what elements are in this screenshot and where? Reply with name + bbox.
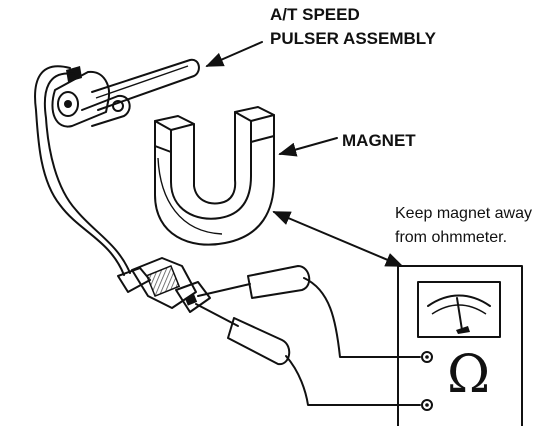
pulser-leader-arrow: [205, 41, 263, 67]
ohmmeter: Ω: [397, 265, 523, 426]
probe-upper-lead: [303, 277, 421, 358]
test-probes: [195, 265, 421, 406]
lead-wire-outer: [34, 65, 125, 276]
magnet-left-pole-top: [154, 115, 195, 131]
probe-lower-handle: [227, 317, 291, 366]
pulser-mounting-ear: [81, 94, 131, 127]
magnet-label: MAGNET: [342, 131, 416, 150]
ohmmeter-terminal-lower: [421, 399, 433, 411]
ohmmeter-scale-arc: [427, 294, 491, 307]
pulser-shaft: [91, 58, 200, 111]
ohm-symbol: Ω: [447, 345, 490, 405]
probe-lower-tip: [195, 303, 239, 327]
ohmmeter-terminal-upper: [421, 351, 433, 363]
connector: [117, 257, 211, 313]
magnet-leader-arrow: [278, 137, 338, 157]
magnet-shading: [157, 157, 223, 235]
lead-wire-inner: [43, 72, 131, 274]
ohmmeter-case: [397, 265, 523, 426]
ohmmeter-needle-pivot: [456, 326, 470, 334]
pulser-sensor-face: [57, 91, 79, 117]
magnet-front-outline: [170, 120, 252, 220]
connector-pin: [184, 294, 198, 306]
magnet-left-pole-band: [154, 145, 172, 153]
connector-latch: [145, 264, 181, 298]
magnet-right-pole-top: [234, 106, 275, 122]
connector-mating-half: [175, 281, 211, 313]
connector-housing: [131, 257, 197, 309]
note-line2: from ohmmeter.: [395, 229, 507, 246]
keep-away-double-arrow: [272, 211, 404, 267]
pulser-bolt-hole: [112, 100, 124, 112]
magnet-inner-outline: [193, 111, 237, 205]
magnet-right-pole-band: [250, 135, 275, 143]
pulser-shaft-edge: [95, 65, 189, 99]
note-line1: Keep magnet away: [395, 205, 532, 222]
ohmmeter-dial-window: [417, 281, 501, 338]
pulser-label-line1: A/T SPEED: [270, 5, 360, 24]
lead-wires: [34, 65, 131, 276]
magnet-outer-outline: [154, 114, 275, 246]
ohmmeter-needle: [456, 297, 463, 331]
probe-upper-tip: [197, 283, 251, 297]
magnet: [154, 106, 275, 246]
probe-upper-handle: [247, 265, 311, 299]
pulser-body: [51, 70, 110, 128]
pulser-label-line2: PULSER ASSEMBLY: [270, 29, 437, 48]
probe-lower-lead: [285, 355, 421, 406]
pulser-sensor-center: [64, 100, 72, 108]
